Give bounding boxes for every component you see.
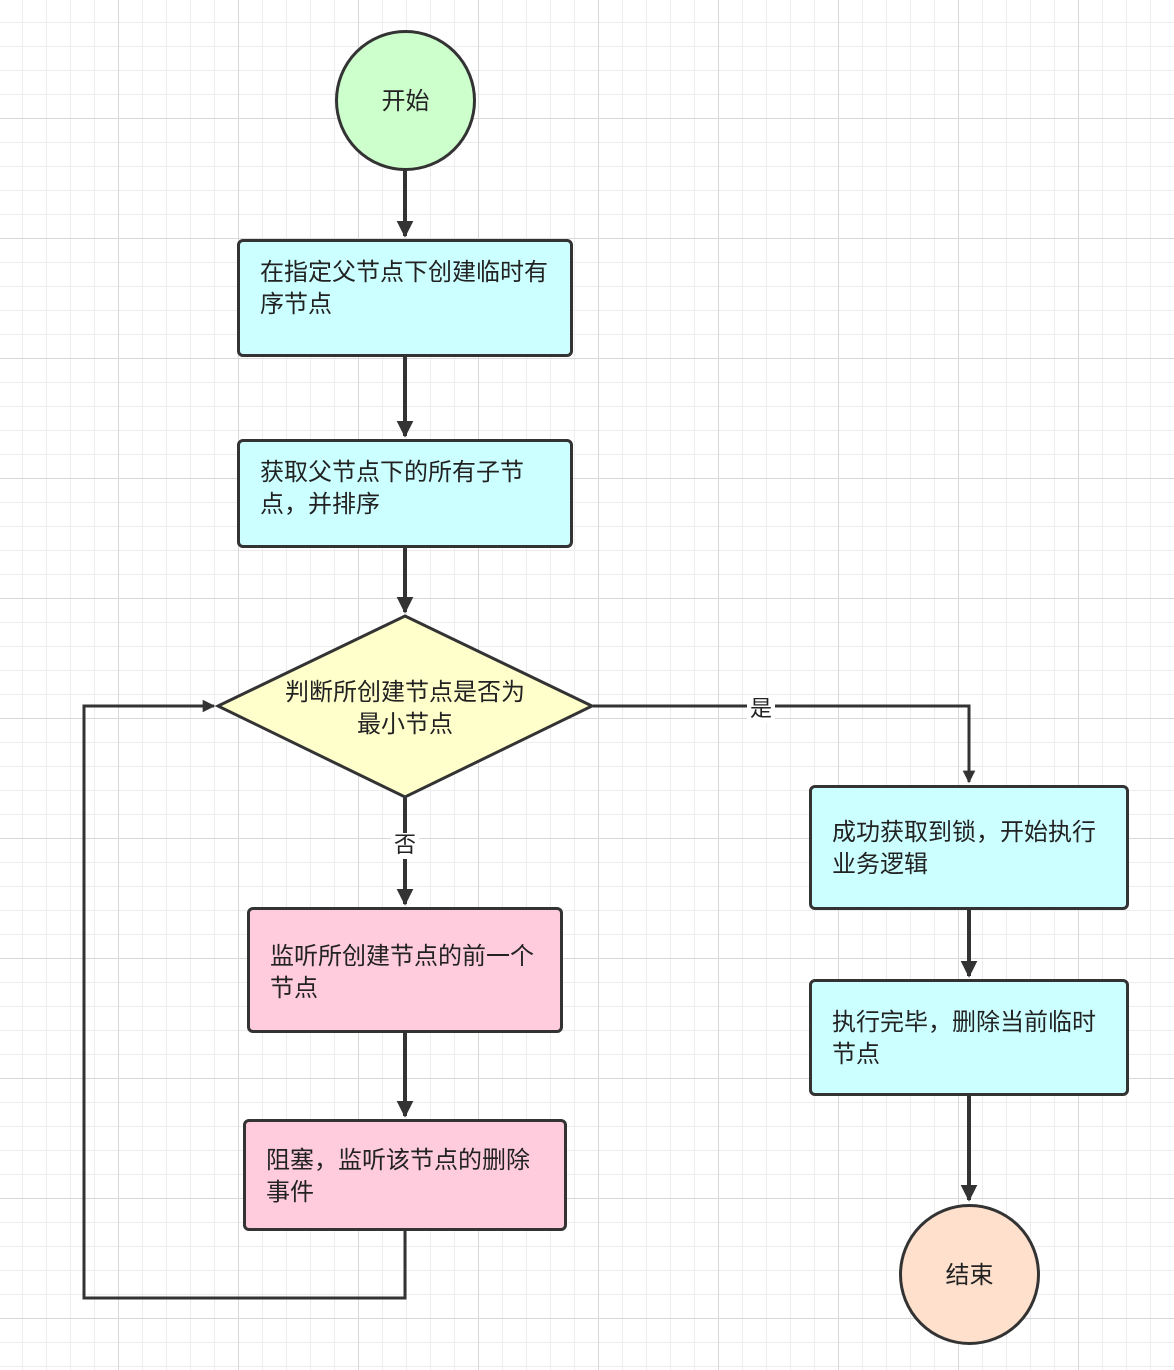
start-label: 开始 (381, 86, 430, 115)
watch-previous-node-step: 监听所创建节点的前一个节点 (247, 907, 563, 1033)
start-node: 开始 (335, 30, 476, 171)
edge-loop-back (82, 699, 407, 1300)
no-edge-label: 否 (391, 833, 420, 859)
release-lock-label: 执行完毕，删除当前临时节点 (832, 1008, 1096, 1068)
block-wait-step: 阻塞，监听该节点的删除事件 (243, 1119, 567, 1231)
edge-yes-to-success (593, 704, 976, 784)
fetch-children-label: 获取父节点下的所有子节点，并排序 (260, 458, 524, 518)
create-node-step: 在指定父节点下创建临时有序节点 (237, 239, 573, 357)
decision-diamond (214, 614, 596, 799)
decision-text: 判断所创建节点是否为 最小节点 (230, 676, 580, 740)
end-label: 结束 (945, 1260, 994, 1289)
end-node: 结束 (899, 1204, 1040, 1345)
block-wait-label: 阻塞，监听该节点的删除事件 (266, 1146, 530, 1206)
release-lock-step: 执行完毕，删除当前临时节点 (809, 979, 1129, 1096)
decision-label-line1: 判断所创建节点是否为 (285, 678, 525, 706)
watch-previous-node-label: 监听所创建节点的前一个节点 (270, 942, 534, 1002)
acquire-lock-label: 成功获取到锁，开始执行业务逻辑 (832, 818, 1096, 878)
fetch-children-step: 获取父节点下的所有子节点，并排序 (237, 439, 573, 548)
decision-label-line2: 最小节点 (357, 710, 453, 738)
acquire-lock-step: 成功获取到锁，开始执行业务逻辑 (809, 785, 1129, 910)
yes-edge-label: 是 (747, 697, 776, 723)
create-node-label: 在指定父节点下创建临时有序节点 (260, 258, 548, 318)
